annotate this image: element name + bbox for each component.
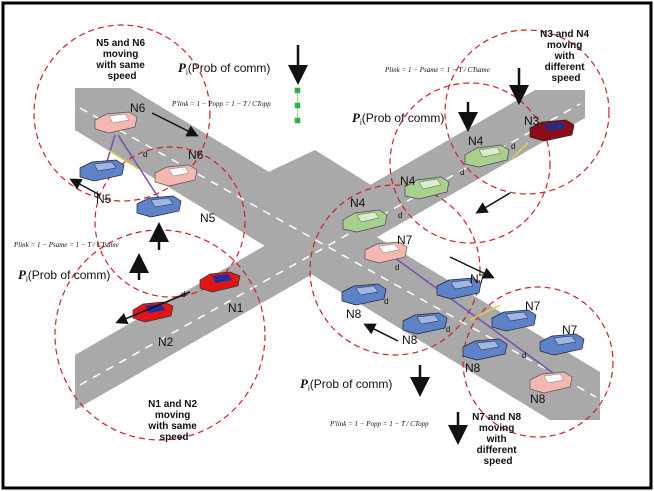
arrow-n1n2-direction bbox=[115, 291, 191, 325]
node-label-n7: N7 bbox=[525, 299, 541, 313]
range-circle-n5 bbox=[94, 146, 246, 298]
direction-arrows bbox=[69, 112, 511, 342]
distance-label: d bbox=[94, 190, 98, 199]
svg-text:Pi(Prob of comm): Pi(Prob of comm) bbox=[300, 376, 392, 393]
lane-divider-sw-ne bbox=[79, 103, 581, 386]
selection-handles bbox=[294, 87, 301, 124]
node-label-n5: N5 bbox=[200, 211, 216, 225]
caption-n5n6: N5 and N6 moving with same speed bbox=[95, 38, 147, 82]
distance-label: d bbox=[511, 142, 515, 151]
svg-text:Pi(Prob of comm): Pi(Prob of comm) bbox=[178, 60, 270, 77]
distance-labels: d d d d d d d d d d bbox=[94, 142, 526, 360]
node-label-n8: N8 bbox=[530, 392, 546, 406]
node-label-n7: N7 bbox=[470, 272, 486, 286]
range-circle-n7n8 bbox=[309, 184, 481, 356]
caption-n3n4: N3 and N4 moving with different speed bbox=[540, 29, 592, 84]
formula-same-left: Plink = 1 − Psame = 1 − T / CTsame bbox=[13, 241, 119, 249]
distance-label: d bbox=[143, 150, 147, 159]
formula-same-top: Plink = 1 − Psame = 1 − T / CTsame bbox=[384, 66, 490, 74]
yellow-links bbox=[107, 142, 529, 321]
formula-opp-top: P′link = 1 − Popp = 1 − T / CTopp bbox=[171, 100, 271, 108]
distance-label: d bbox=[446, 325, 450, 334]
distance-label: d bbox=[398, 211, 402, 220]
distance-label: d bbox=[181, 290, 185, 299]
distance-label: d bbox=[522, 351, 526, 360]
node-label-n1: N1 bbox=[228, 301, 244, 315]
range-circle-n8 bbox=[462, 286, 614, 438]
link-yellow-b bbox=[469, 304, 501, 321]
node-label-n6: N6 bbox=[188, 148, 204, 162]
signal-arrows bbox=[129, 45, 529, 445]
svg-text:Pi(Prob of comm): Pi(Prob of comm) bbox=[352, 110, 444, 127]
arrow-n6-direction bbox=[151, 112, 199, 137]
node-labels: N6 N6 N5 N5 N1 N2 N3 N4 N4 N4 N7 N7 N7 N… bbox=[96, 101, 578, 406]
link-n7-n8 bbox=[394, 257, 561, 379]
prob-label-right: Pi(Prob of comm) bbox=[352, 110, 444, 127]
svg-text:Pi(Prob of comm): Pi(Prob of comm) bbox=[18, 267, 110, 284]
distance-label: d bbox=[395, 263, 399, 272]
node-label-n8: N8 bbox=[346, 307, 362, 321]
range-circle-n4 bbox=[389, 82, 551, 244]
distance-label: d bbox=[460, 168, 464, 177]
arrow-n4-direction bbox=[475, 192, 511, 214]
arrow-n5-direction bbox=[69, 178, 101, 196]
node-label-n7: N7 bbox=[397, 233, 413, 247]
node-label-n6: N6 bbox=[130, 101, 146, 115]
caption-n1n2: N1 and N2 moving with same speed bbox=[147, 399, 199, 443]
range-circle-n6 bbox=[33, 24, 211, 202]
node-label-n8: N8 bbox=[402, 333, 418, 347]
link-yellow-a bbox=[107, 149, 141, 171]
node-label-n4: N4 bbox=[350, 196, 366, 210]
distance-label: d bbox=[384, 297, 388, 306]
prob-label-bottom: Pi(Prob of comm) bbox=[300, 376, 392, 393]
road-sw-ne bbox=[75, 90, 585, 410]
link-yellow-c bbox=[511, 142, 529, 159]
node-label-n4: N4 bbox=[468, 134, 484, 148]
node-label-n8: N8 bbox=[465, 361, 481, 375]
node-label-n4: N4 bbox=[400, 174, 416, 188]
prob-label-top: Pi(Prob of comm) bbox=[178, 60, 270, 77]
node-label-n7: N7 bbox=[562, 323, 578, 337]
node-label-n5: N5 bbox=[96, 192, 112, 206]
range-circle-n3 bbox=[444, 29, 610, 195]
arrow-n8-direction bbox=[363, 323, 399, 342]
link-n6-n5b bbox=[117, 134, 161, 201]
formula-opp-bottom: P′link = 1 − Popp = 1 − T / CTopp bbox=[329, 420, 429, 428]
arrow-n7-direction bbox=[449, 256, 495, 279]
caption-n7n8: N7 and N8 moving with different speed bbox=[472, 412, 524, 467]
node-label-n3: N3 bbox=[524, 114, 540, 128]
node-label-n2: N2 bbox=[158, 335, 174, 349]
prob-label-left: Pi(Prob of comm) bbox=[18, 267, 110, 284]
